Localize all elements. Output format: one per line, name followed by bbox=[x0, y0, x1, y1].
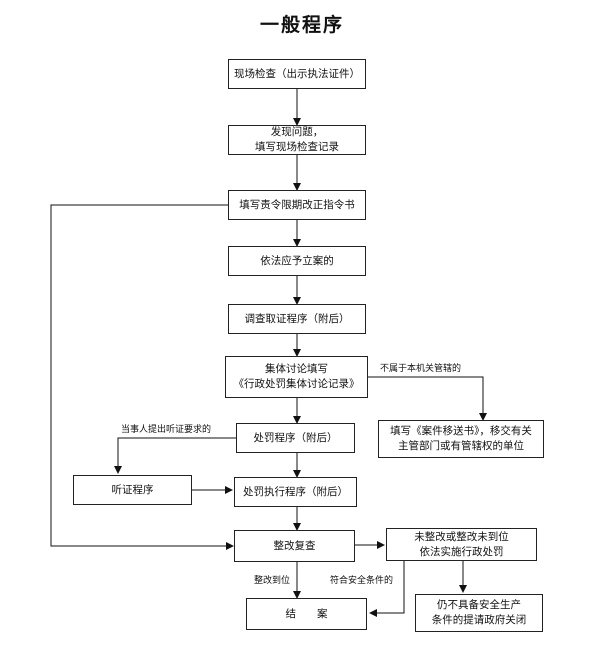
node-penalty-execution: 处罚执行程序（附后） bbox=[234, 477, 357, 507]
node-rectify-review: 整改复查 bbox=[234, 530, 355, 562]
edge-label-rectified: 整改到位 bbox=[254, 576, 291, 586]
node-penalty-procedure: 处罚程序（附后） bbox=[236, 423, 355, 453]
node-collective-discussion: 集体讨论填写 《行政处罚集体讨论记录》 bbox=[225, 356, 368, 398]
node-hearing-procedure: 听证程序 bbox=[73, 475, 192, 505]
page-title: 一般程序 bbox=[259, 14, 344, 36]
arrow-penalty-to-hearing bbox=[114, 437, 236, 474]
node-investigate: 调查取证程序（附后） bbox=[228, 304, 366, 334]
arrow-discussion-to-transfer bbox=[368, 376, 487, 421]
node-transfer-case: 填写《案件移送书》，移交有关 主管部门或有管辖权的单位 bbox=[378, 420, 544, 458]
edge-label-not-jurisdiction: 不属于本机关管辖的 bbox=[380, 364, 462, 374]
edge-label-hearing-request: 当事人提出听证要求的 bbox=[121, 425, 212, 435]
node-close-case: 结 案 bbox=[246, 598, 367, 630]
node-find-problem: 发现问题， 填写现场检查记录 bbox=[228, 125, 366, 155]
edge-label-meets-safety: 符合安全条件的 bbox=[330, 576, 394, 586]
arrow-order-loop-to-review bbox=[50, 204, 234, 550]
node-onsite-check: 现场检查（出示执法证件） bbox=[228, 59, 366, 89]
node-no-safety-conditions: 仍不具备安全生产 条件的提请政府关闭 bbox=[415, 594, 543, 632]
node-not-rectified: 未整改或整改未到位 依法实施行政处罚 bbox=[386, 528, 537, 561]
node-rectify-order: 填写责令限期改正指令书 bbox=[228, 190, 366, 220]
node-file-case: 依法应予立案的 bbox=[228, 246, 366, 276]
arrow-not-rectified-to-close bbox=[369, 561, 405, 617]
